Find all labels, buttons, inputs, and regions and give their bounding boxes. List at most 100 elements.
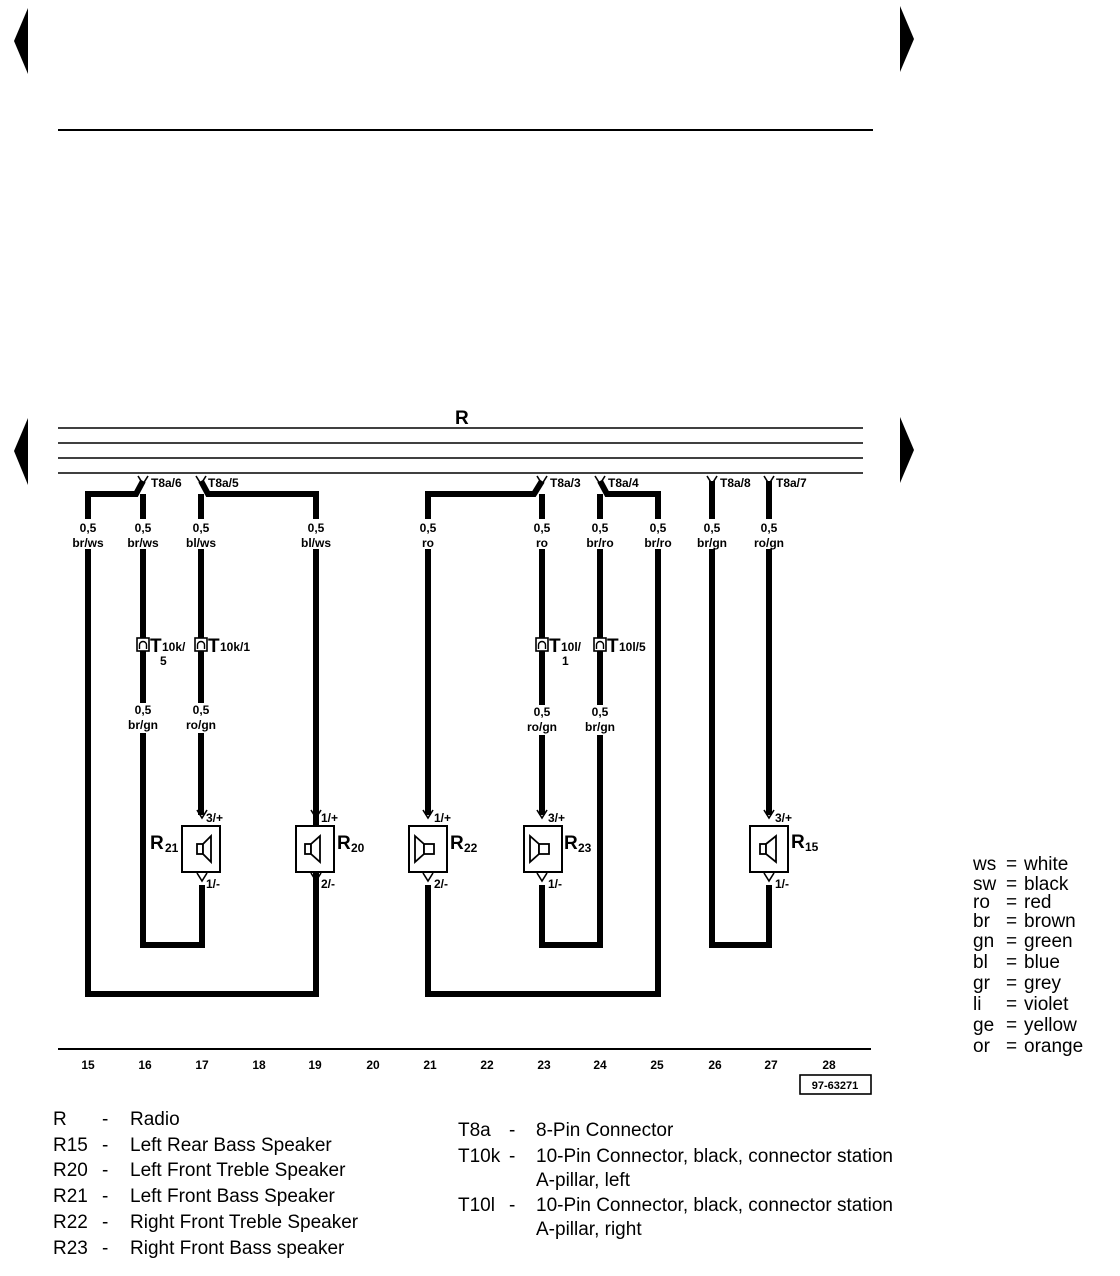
svg-text:1/-: 1/-: [775, 877, 789, 891]
prev-page-arrow-lower-icon[interactable]: [14, 418, 28, 485]
wire-r22-return: [425, 479, 661, 997]
svg-text:1/+: 1/+: [321, 811, 338, 825]
legend-code: R22: [53, 1212, 88, 1233]
svg-text:22: 22: [464, 841, 478, 855]
wire-label: 0,5ro: [527, 519, 557, 550]
connector-label: T8a/8: [720, 476, 751, 490]
legend-description: Left Front Bass Speaker: [130, 1186, 336, 1207]
svg-text:br/ws: br/ws: [127, 536, 159, 550]
svg-text:0,5: 0,5: [193, 521, 210, 535]
svg-text:97-63271: 97-63271: [812, 1080, 859, 1092]
color-name: orange: [1024, 1036, 1083, 1057]
legend-code: R: [53, 1109, 67, 1130]
inline-connector-t10k-1: T 10k/1: [194, 636, 250, 657]
column-number: 22: [480, 1058, 494, 1072]
wire-loop-left-outer: [85, 479, 319, 997]
column-number: 19: [308, 1058, 322, 1072]
svg-text:bl/ws: bl/ws: [301, 536, 331, 550]
svg-text:3/+: 3/+: [548, 811, 565, 825]
color-legend-row: gn=green: [973, 931, 1073, 952]
wiring: [85, 479, 772, 997]
legend-code: R15: [53, 1135, 88, 1156]
svg-text:ro/gn: ro/gn: [186, 718, 216, 732]
wire-loop-right-outer: [425, 479, 545, 815]
color-legend-row: bl=blue: [973, 952, 1060, 973]
radio-label: R: [455, 408, 469, 429]
color-code: gr: [973, 973, 991, 994]
svg-text:ro: ro: [536, 536, 548, 550]
svg-text:0,5: 0,5: [761, 521, 778, 535]
color-name: violet: [1024, 994, 1069, 1015]
svg-text:T: T: [208, 636, 220, 657]
svg-text:10k/: 10k/: [162, 640, 186, 654]
color-name: green: [1024, 931, 1073, 952]
equals-sign: =: [1006, 1036, 1017, 1057]
svg-text:10l/: 10l/: [561, 640, 582, 654]
wire-label: 0,5br/ws: [68, 519, 108, 550]
color-name: yellow: [1024, 1015, 1077, 1036]
svg-text:0,5: 0,5: [534, 521, 551, 535]
svg-text:R: R: [150, 833, 164, 854]
connector-label: T8a/4: [608, 476, 639, 490]
radio-component: R: [58, 408, 863, 474]
legend-description: Right Front Treble Speaker: [130, 1212, 359, 1233]
wire-label: 0,5br/ro: [580, 519, 620, 550]
wire-labels-lower: 0,5br/gn 0,5ro/gn 0,5ro/gn 0,5br/gn: [123, 703, 620, 735]
equals-sign: =: [1006, 1015, 1017, 1036]
column-number: 17: [195, 1058, 209, 1072]
svg-text:0,5: 0,5: [592, 521, 609, 535]
radio-connector-pins: T8a/6 T8a/5 T8a/3 T8a/4 T8a/8 T8a/7: [137, 475, 807, 490]
svg-text:20: 20: [351, 841, 365, 855]
wire-label: 0,5ro/gn: [181, 703, 221, 733]
svg-text:0,5: 0,5: [650, 521, 667, 535]
svg-text:ro/gn: ro/gn: [754, 536, 784, 550]
wire-label: 0,5bl/ws: [181, 519, 221, 550]
legend-description: 8-Pin Connector: [536, 1120, 674, 1141]
color-code-legend: ws=whitesw=blackro=redbr=browngn=greenbl…: [972, 854, 1083, 1057]
next-page-arrow-icon[interactable]: [900, 6, 914, 72]
legend-description-line2: A-pillar, left: [536, 1170, 631, 1191]
svg-text:R: R: [337, 833, 351, 854]
column-number: 27: [764, 1058, 778, 1072]
connector-pin-t8a-6: T8a/6: [137, 475, 182, 490]
color-legend-row: gr=grey: [973, 973, 1061, 994]
wire-label: 0,5ro: [413, 519, 443, 550]
speaker-icon: [196, 833, 212, 865]
legend-description-line2: A-pillar, right: [536, 1219, 642, 1240]
legend-dash: -: [509, 1120, 515, 1141]
speaker-icon: [414, 833, 435, 865]
color-legend-row: ge=yellow: [973, 1015, 1077, 1036]
prev-page-arrow-icon[interactable]: [14, 8, 28, 74]
speaker-icon: [529, 833, 550, 865]
equals-sign: =: [1006, 931, 1017, 952]
svg-text:bl/ws: bl/ws: [186, 536, 216, 550]
svg-text:ro: ro: [422, 536, 434, 550]
connector-pin-t8a-4: T8a/4: [594, 475, 639, 490]
legend-code: R23: [53, 1238, 88, 1259]
svg-text:23: 23: [578, 841, 592, 855]
color-legend-row: sw=black: [973, 874, 1069, 895]
legend-row: T10k-10-Pin Connector, black, connector …: [458, 1146, 893, 1191]
color-code: br: [973, 911, 991, 932]
svg-text:1: 1: [562, 654, 569, 668]
column-number: 23: [537, 1058, 551, 1072]
equals-sign: =: [1006, 911, 1017, 932]
next-page-arrow-lower-icon[interactable]: [900, 417, 914, 483]
legend-description: Radio: [130, 1109, 180, 1130]
color-legend-row: ro=red: [973, 892, 1051, 913]
svg-text:T: T: [549, 636, 561, 657]
wire-label: 0,5br/ro: [638, 519, 678, 550]
column-number: 24: [593, 1058, 607, 1072]
legend-row: R-Radio: [53, 1109, 180, 1130]
svg-text:br/ro: br/ro: [586, 536, 613, 550]
equals-sign: =: [1006, 994, 1017, 1015]
legend-code: T8a: [458, 1120, 491, 1141]
inline-connector-t10l-5: T 10l/5: [593, 636, 646, 657]
column-number: 15: [81, 1058, 95, 1072]
wire-label: 0,5br/gn: [123, 703, 163, 733]
svg-text:0,5: 0,5: [534, 705, 551, 719]
svg-text:10l/5: 10l/5: [619, 640, 646, 654]
svg-text:3/+: 3/+: [206, 811, 223, 825]
equals-sign: =: [1006, 892, 1017, 913]
